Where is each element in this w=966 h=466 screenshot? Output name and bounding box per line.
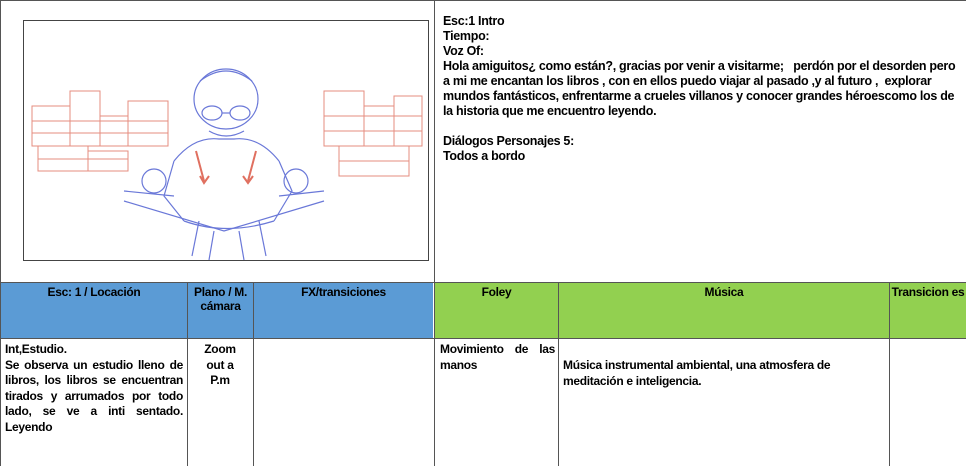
scene-title: Esc:1 Intro (443, 14, 505, 28)
header-bottom-border (0, 338, 966, 339)
storyboard-sketch (23, 20, 429, 261)
col-divider-4 (889, 282, 890, 466)
top-divider (434, 0, 435, 466)
header-transiciones: Transicion es (890, 283, 966, 338)
col-divider-3 (558, 282, 559, 466)
dialogues-text: Todos a bordo (443, 149, 525, 163)
table-top-border (0, 0, 966, 1)
header-foley: Foley (435, 283, 558, 338)
header-musica: Música (559, 283, 889, 338)
sketch-drawing (31, 68, 423, 260)
header-location: Esc: 1 / Locación (1, 283, 187, 338)
dialogues-label: Diálogos Personajes 5: (443, 134, 574, 148)
time-label: Tiempo: (443, 29, 490, 43)
col-divider-2 (253, 282, 254, 466)
scene-description: Esc:1 Intro Tiempo: Voz Of: Hola amiguit… (443, 14, 963, 164)
voiceover-text: Hola amiguitos¿ como están?, gracias por… (443, 59, 959, 118)
location-cell: Int,Estudio. Se observa un estudio lleno… (5, 342, 183, 434)
header-plano: Plano / M. cámara (188, 283, 253, 338)
plano-cell: Zoom out a P.m (204, 342, 236, 387)
header-fx: FX/transiciones (254, 283, 433, 338)
header-top-border (0, 282, 966, 283)
col-divider-1 (187, 282, 188, 466)
musica-cell: Música instrumental ambiental, una atmos… (563, 358, 831, 388)
voiceover-label: Voz Of: (443, 44, 484, 58)
table-left-border (0, 0, 1, 466)
foley-cell: Movimiento de las manos (440, 342, 555, 372)
